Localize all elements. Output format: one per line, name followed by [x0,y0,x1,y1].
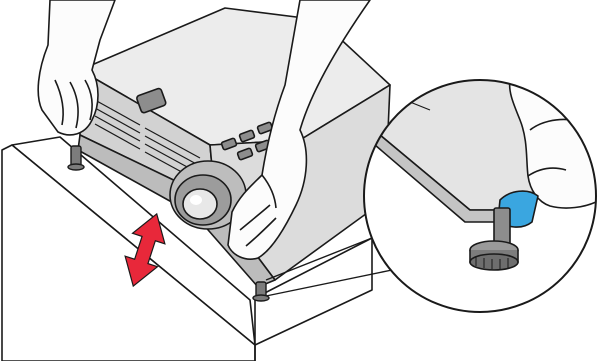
magnifier-inset [360,70,600,312]
